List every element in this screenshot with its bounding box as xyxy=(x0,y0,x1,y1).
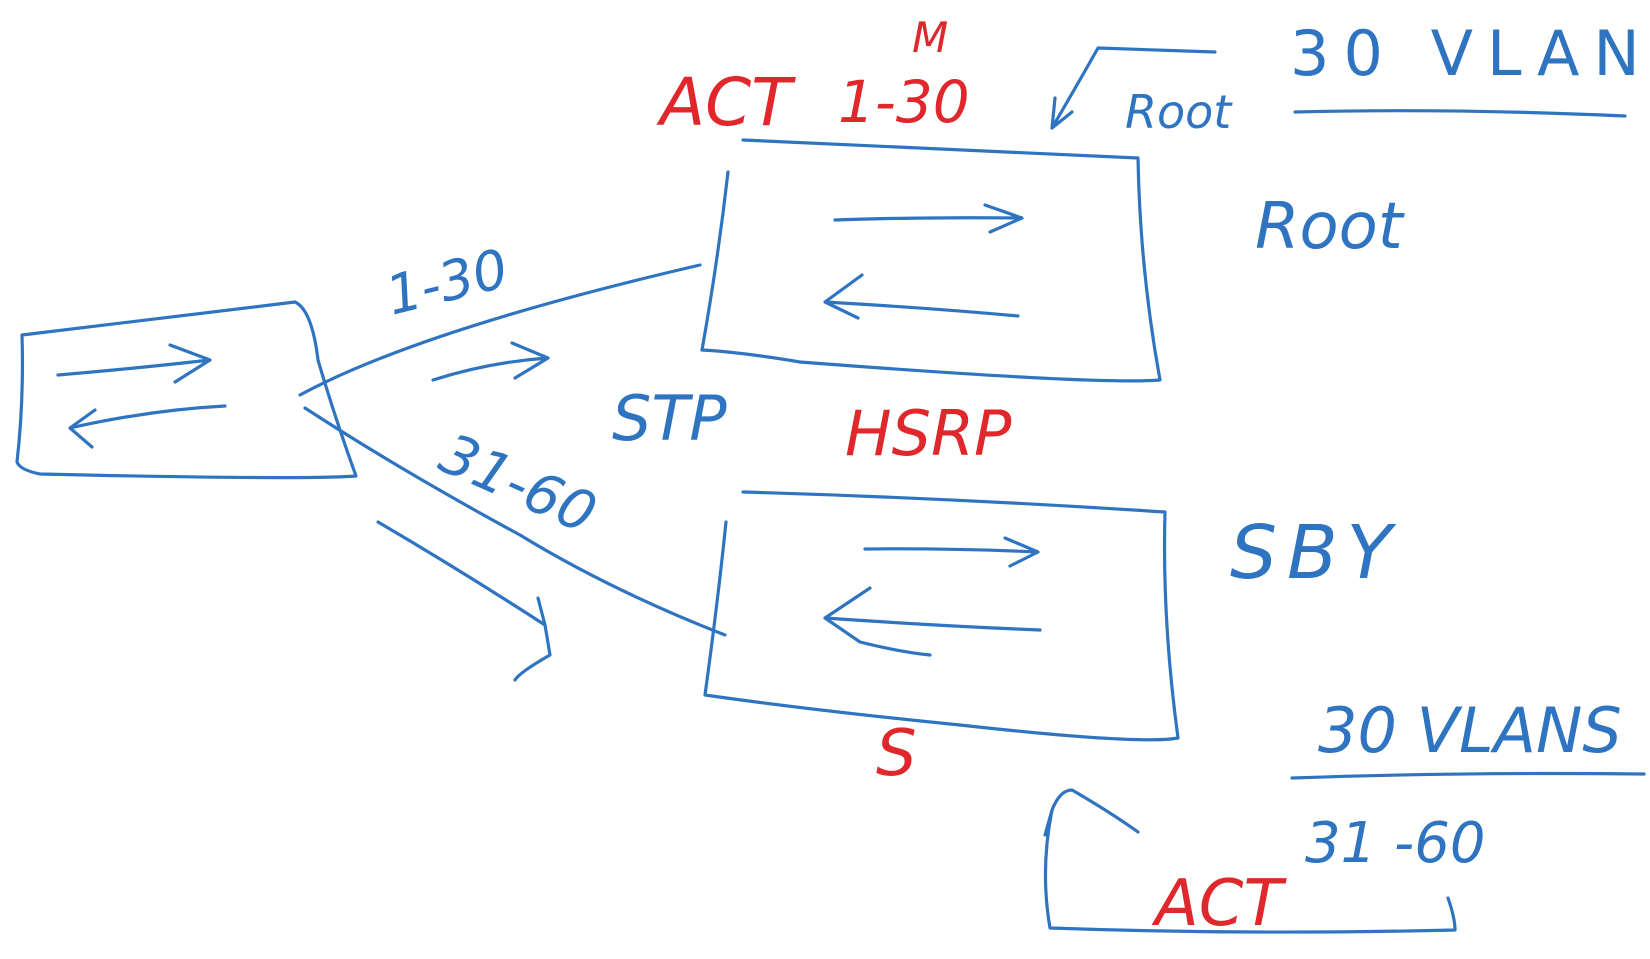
vlan-range-top: 1-30 xyxy=(838,68,970,136)
vlan-count-top-underline xyxy=(1293,109,1627,118)
switch-icon xyxy=(823,203,1024,320)
hsrp-label: HSRP xyxy=(845,397,1012,470)
distribution-switch-bottom xyxy=(703,490,1180,742)
distribution-switch-top xyxy=(700,138,1162,383)
traffic-arrows xyxy=(376,341,552,682)
vlan-range-bottom: 31 -60 xyxy=(1305,811,1486,876)
access-switch xyxy=(15,300,358,480)
master-marker: M xyxy=(912,13,948,62)
standby-marker: S xyxy=(876,717,917,791)
vlan-count-top: 30 VLANS xyxy=(1290,17,1650,90)
vlan-count-bottom-underline xyxy=(1290,771,1646,780)
root-side-label: Root xyxy=(1255,190,1406,264)
root-pointer xyxy=(1050,46,1217,130)
root-arrow-icon xyxy=(1050,46,1217,130)
access-switch-outline xyxy=(15,300,358,480)
uplinks xyxy=(298,263,727,637)
switch-icon xyxy=(823,536,1042,657)
active-bottom-label: ACT xyxy=(1151,867,1287,941)
link-bottom-vlans: 31-60 xyxy=(430,421,605,547)
arrow-toward-top-icon xyxy=(431,341,550,382)
active-top-label: ACT xyxy=(656,64,796,141)
uplink-top xyxy=(298,263,702,397)
root-arrow-label: Root xyxy=(1125,85,1233,139)
link-top-vlans: 1-30 xyxy=(380,237,514,328)
distribution-switch-top-outline xyxy=(700,138,1162,383)
stp-label: STP xyxy=(612,382,727,455)
standby-side-label: SBY xyxy=(1230,510,1402,596)
uplink-bottom xyxy=(303,406,727,637)
vlan-count-bottom: 30 VLANS xyxy=(1318,694,1622,767)
arrow-toward-bottom-icon xyxy=(376,520,552,682)
switch-icon xyxy=(56,343,227,449)
distribution-switch-bottom-outline xyxy=(703,490,1180,742)
active-bracket-arrow-icon xyxy=(1043,788,1457,934)
